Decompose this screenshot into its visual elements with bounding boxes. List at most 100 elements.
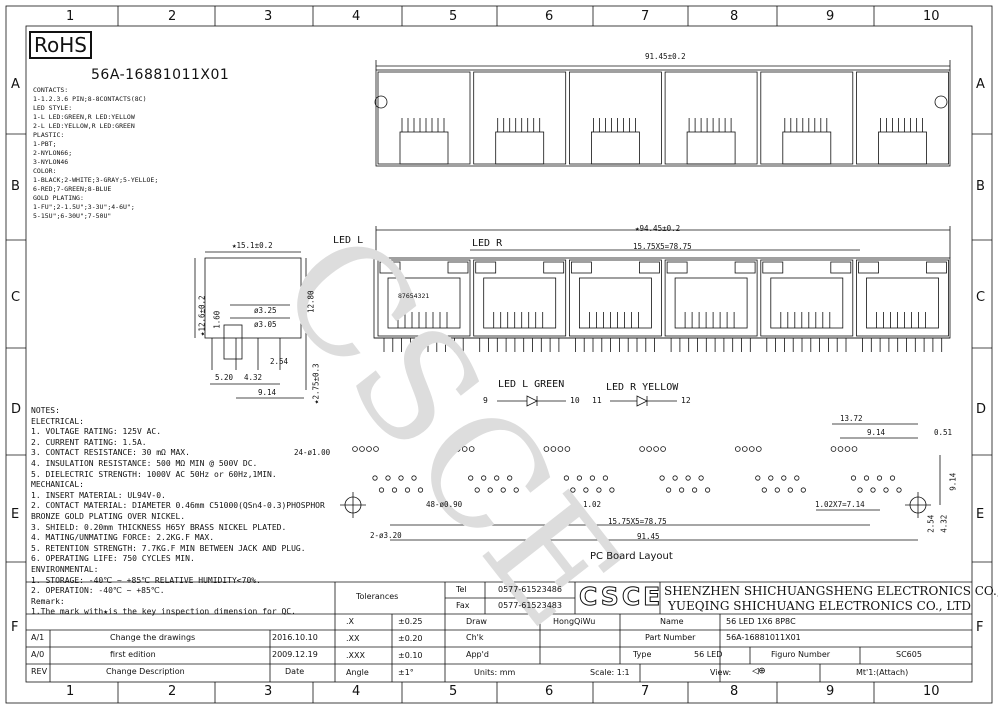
- pcb-led-hole: [564, 446, 571, 452]
- pcb-led-hole: [748, 446, 755, 452]
- pcb-signal-hole: [468, 475, 474, 481]
- jack-opening: [483, 277, 557, 329]
- pcb-dim-24holes: 24-ø1.00: [294, 448, 331, 457]
- pcb-signal-hole: [768, 475, 774, 481]
- pcb-signal-hole: [889, 475, 896, 481]
- led-l-pin-a: 9: [483, 396, 488, 405]
- top-port-window: [878, 131, 927, 165]
- pcb-signal-hole: [794, 475, 800, 481]
- note-line: 3. SHIELD: 0.20mm THICKNESS H65Y BRASS N…: [31, 522, 287, 532]
- front-view: [373, 226, 951, 352]
- ordering-line: 6-RED;7-GREEN;8-BLUE: [33, 185, 112, 193]
- zone-col-bottom-9: 9: [826, 684, 835, 699]
- pcb-signal-hole: [570, 487, 576, 493]
- zone-col-6: 6: [545, 9, 554, 24]
- pcb-led-hole: [461, 446, 468, 452]
- note-line: 6. OPERATING LIFE: 750 CYCLES MIN.: [31, 554, 195, 564]
- pcb-signal-hole: [411, 475, 417, 481]
- dim-side-254: 2.54: [270, 357, 289, 366]
- pcb-title: PC Board Layout: [590, 551, 673, 562]
- ordering-line: GOLD PLATING:: [33, 194, 84, 202]
- tb-figuro-value: SC605: [896, 650, 922, 659]
- note-line: 2. CONTACT MATERIAL: DIAMETER 0.46mm C51…: [31, 501, 325, 511]
- pcb-led-hole: [755, 446, 762, 452]
- pcb-dim-432: 4.32: [939, 514, 949, 533]
- pcb-signal-hole: [876, 475, 883, 481]
- top-port-window: [591, 131, 640, 165]
- pcb-led-hole: [646, 446, 652, 452]
- jack-opening: [387, 277, 461, 329]
- top-port-window: [399, 131, 449, 165]
- title-block: [26, 581, 972, 682]
- pcb-dim-102x7: 1.02X7=7.14: [815, 500, 865, 509]
- zone-row-D: D: [11, 402, 22, 417]
- pcb-signal-hole: [672, 475, 678, 481]
- tb-appd-label: App'd: [466, 650, 489, 659]
- zone-col-4: 4: [352, 9, 361, 24]
- pcb-led-hole: [837, 446, 844, 452]
- jack-port: [569, 259, 662, 337]
- pcb-dim-254: 2.54: [926, 514, 936, 533]
- pcb-led-hole: [543, 446, 550, 452]
- pcb-layout: [340, 423, 941, 541]
- tb-rev-date: 2009.12.19: [272, 650, 318, 659]
- pcb-signal-hole: [474, 487, 480, 493]
- tb-rev-desc: Change the drawings: [110, 633, 196, 642]
- note-line: 1. VOLTAGE RATING: 125V AC.: [31, 427, 162, 437]
- pcb-dim-48holes: 48-ø0.90: [426, 500, 463, 509]
- pcb-led-hole: [454, 446, 461, 452]
- dim-side-914: 9.14: [258, 388, 277, 397]
- zone-row-right-C: C: [976, 290, 986, 305]
- pcb-dim-width: 91.45: [637, 532, 660, 541]
- zone-col-bottom-1: 1: [66, 684, 75, 699]
- outer-frame: [5, 5, 993, 704]
- tb-scale: Scale: 1:1: [590, 668, 630, 677]
- pcb-signal-hole: [665, 487, 672, 493]
- led-l-label: LED L GREEN: [498, 379, 565, 390]
- tb-company-2: YUEQING SHICHUANG ELECTRONICS CO., LTD: [668, 599, 972, 613]
- pcb-signal-hole: [378, 487, 385, 493]
- tb-tol-key: .XX: [346, 634, 360, 643]
- tb-tolerances: Tolerances: [356, 592, 399, 601]
- zone-col-bottom-5: 5: [449, 684, 458, 699]
- pcb-signal-hole: [487, 487, 493, 493]
- tb-tol-key: Angle: [346, 668, 369, 677]
- zone-col-bottom-10: 10: [923, 684, 940, 699]
- tb-type-label: Type: [633, 650, 652, 659]
- tb-rev-desc: first edition: [110, 650, 156, 659]
- top-port-outline: [377, 71, 471, 165]
- pcb-signal-hole: [755, 475, 761, 481]
- pcb-led-hole: [851, 446, 858, 452]
- jack-port: [377, 259, 471, 337]
- note-line: 1. INSERT MATERIAL: UL94V-0.: [31, 490, 166, 500]
- dim-side-d325: ø3.25: [254, 306, 277, 315]
- pcb-signal-hole: [372, 475, 378, 481]
- pcb-led-hole: [359, 446, 365, 452]
- ordering-line: LED STYLE:: [33, 104, 73, 112]
- note-line: 4. INSULATION RESISTANCE: 500 MΩ MIN @ 5…: [31, 459, 258, 468]
- pcb-led-hole: [468, 446, 475, 452]
- pcb-led-hole: [557, 446, 564, 452]
- pcb-signal-hole: [883, 487, 889, 493]
- dim-side-160: 1.60: [212, 310, 222, 329]
- top-port-outline: [664, 71, 758, 165]
- pcb-dim-914: 9.14: [867, 428, 886, 437]
- pcb-signal-hole: [761, 487, 767, 493]
- zone-row-A: A: [11, 77, 20, 92]
- zone-col-bottom-2: 2: [168, 684, 177, 699]
- zone-row-C: C: [11, 290, 21, 305]
- zone-row-right-D: D: [976, 402, 987, 417]
- tb-tol-key: .XXX: [346, 651, 365, 660]
- ordering-line: CONTACTS:: [33, 86, 69, 94]
- pcb-signal-hole: [385, 475, 391, 481]
- ordering-line: 3-NYLON46: [33, 158, 69, 166]
- dim-side-275: ★2.75±0.3: [311, 363, 321, 405]
- pcb-led-hole: [352, 446, 358, 452]
- pcb-signal-hole: [391, 487, 398, 493]
- led-schematic: [497, 395, 677, 407]
- ordering-line: PLASTIC:: [33, 131, 65, 139]
- dim-pitch: 15.75X5=78.75: [633, 242, 692, 251]
- tb-tol-val: ±0.25: [398, 617, 423, 626]
- pcb-dim-pitch: 15.75X5=78.75: [608, 517, 667, 526]
